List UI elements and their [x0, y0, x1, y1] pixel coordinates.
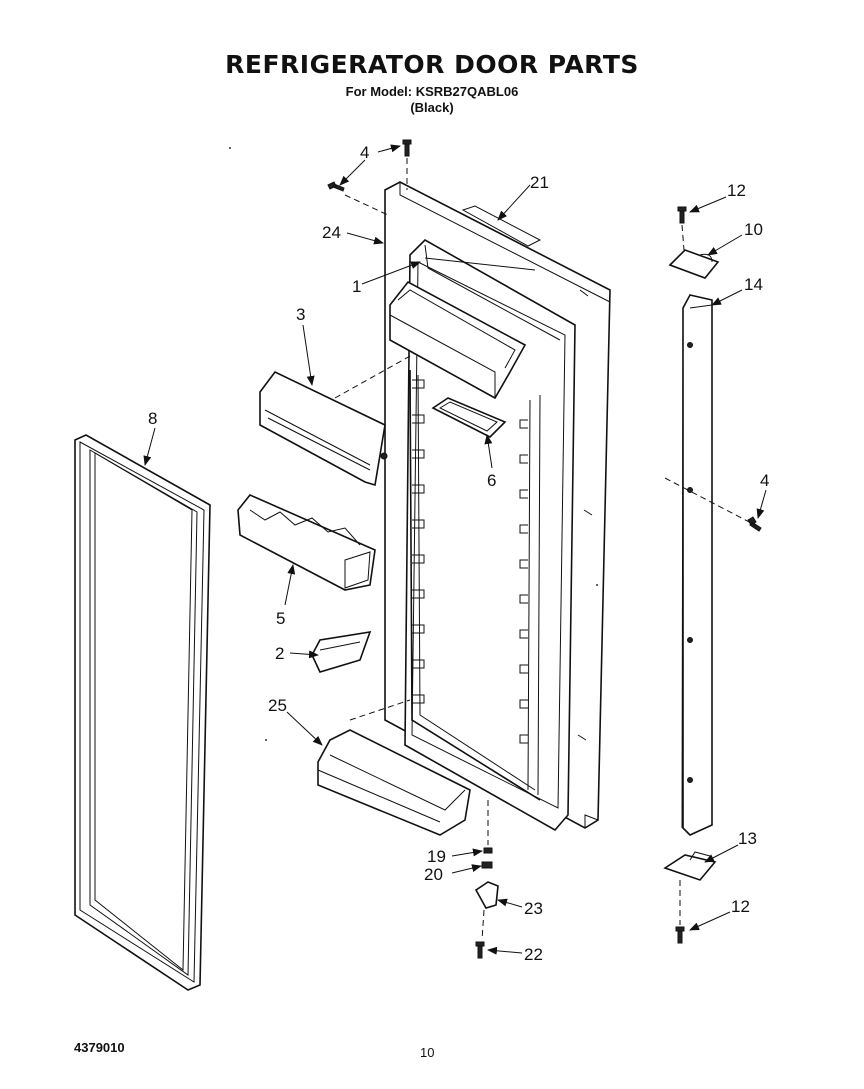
color-line: (Black) [410, 100, 454, 115]
page-title: REFRIGERATOR DOOR PARTS [225, 50, 639, 79]
callout-6: 6 [487, 471, 496, 490]
clip [311, 630, 372, 673]
bottom-hinge [663, 851, 717, 881]
callout-4-top: 4 [360, 143, 369, 162]
callout-leaders [143, 144, 767, 955]
scan-specks [229, 147, 598, 741]
callout-13: 13 [738, 829, 757, 848]
screws [327, 139, 762, 959]
door-gasket [74, 434, 211, 991]
document-number: 4379010 [74, 1040, 125, 1055]
alignment-lines [334, 158, 756, 941]
callout-1: 1 [352, 277, 361, 296]
callout-19: 19 [427, 847, 446, 866]
callout-23: 23 [524, 899, 543, 918]
callout-2: 2 [275, 644, 284, 663]
shelf-retainer-notches [412, 379, 528, 744]
callout-21: 21 [530, 173, 549, 192]
callout-20: 20 [424, 865, 443, 884]
dairy-compartment [389, 280, 527, 400]
callout-25: 25 [268, 696, 287, 715]
top-hinge [668, 249, 720, 279]
model-line: For Model: KSRB27QABL06 [345, 84, 519, 99]
callout-5: 5 [276, 609, 285, 628]
page-number: 10 [420, 1045, 435, 1060]
callout-22: 22 [524, 945, 543, 964]
callout-8: 8 [148, 409, 157, 428]
door-bin [317, 729, 471, 836]
butter-compartment-cover [259, 370, 388, 487]
callout-12-top: 12 [727, 181, 746, 200]
inner-door-liner [404, 239, 576, 832]
butter-dish [431, 397, 507, 438]
callout-numbers: 4 21 24 1 3 8 6 5 2 25 12 10 14 4 13 12 … [148, 143, 769, 964]
egg-bin [237, 494, 376, 591]
callout-3: 3 [296, 305, 305, 324]
callout-12-bottom: 12 [731, 897, 750, 916]
door-handle-stop [681, 294, 713, 836]
callout-4-right: 4 [760, 471, 769, 490]
callout-10: 10 [744, 220, 763, 239]
callout-14: 14 [744, 275, 763, 294]
callout-24: 24 [322, 223, 341, 242]
